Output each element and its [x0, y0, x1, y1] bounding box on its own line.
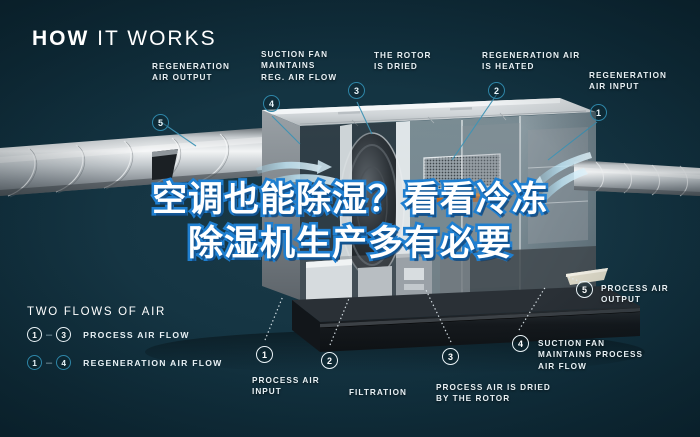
legend-dash-regeneration: –	[46, 356, 53, 369]
left-duct	[0, 128, 262, 198]
callout-number-filtration[interactable]: 2	[321, 352, 338, 369]
callout-number-process-air-dried[interactable]: 3	[442, 348, 459, 365]
legend-label-process-air-flow: PROCESS AIR FLOW	[83, 329, 190, 340]
page-title-bold: HOW	[32, 27, 90, 50]
legend-number-to-process: 3	[56, 327, 72, 342]
callout-number-regeneration-air-heated[interactable]: 2	[488, 82, 505, 99]
callout-number-process-air-input[interactable]: 1	[256, 346, 273, 363]
page-title-rest: IT WORKS	[89, 27, 217, 50]
legend-row-regeneration-air-flow: 1 – 4 REGENERATION AIR FLOW	[27, 355, 223, 370]
legend-number-from-regeneration: 1	[27, 355, 42, 370]
callout-label-rotor-is-dried: THE ROTOR IS DRIED	[374, 51, 432, 72]
callout-label-process-air-dried: PROCESS AIR IS DRIED BY THE ROTOR	[436, 383, 551, 404]
callout-number-suction-fan-reg[interactable]: 4	[263, 95, 280, 112]
callout-number-rotor-is-dried[interactable]: 3	[348, 82, 365, 99]
callout-label-regeneration-air-output: REGENERATION AIR OUTPUT	[152, 62, 230, 83]
callout-label-suction-fan-process: SUCTION FAN MAINTAINS PROCESS AIR FLOW	[538, 339, 644, 371]
callout-label-filtration: FILTRATION	[349, 388, 407, 397]
page-title: HOW IT WORKS	[32, 27, 217, 51]
callout-label-process-air-input: PROCESS AIR INPUT	[252, 376, 320, 397]
callout-number-regeneration-air-input[interactable]: 1	[590, 104, 607, 121]
legend-number-to-regeneration: 4	[56, 355, 72, 370]
main-cabinet	[262, 98, 640, 352]
legend-title: TWO FLOWS OF AIR	[27, 306, 167, 318]
callout-label-suction-fan-reg: SUCTION FAN MAINTAINS REG. AIR FLOW	[261, 50, 338, 82]
callout-number-suction-fan-process[interactable]: 4	[512, 335, 529, 352]
callout-number-process-air-output[interactable]: 5	[576, 281, 593, 298]
right-duct	[574, 160, 700, 197]
legend-label-regeneration-air-flow: REGENERATION AIR FLOW	[83, 357, 223, 368]
legend-number-from-process: 1	[27, 327, 42, 342]
callout-label-regeneration-air-input: REGENERATION AIR INPUT	[589, 71, 667, 92]
legend-dash-process: –	[46, 328, 53, 341]
callout-label-process-air-output: PROCESS AIR OUTPUT	[601, 284, 669, 305]
callout-number-regeneration-air-output[interactable]: 5	[152, 114, 169, 131]
callout-label-regeneration-air-heated: REGENERATION AIR IS HEATED	[482, 51, 581, 72]
legend-row-process-air-flow: 1 – 3 PROCESS AIR FLOW	[27, 327, 190, 342]
